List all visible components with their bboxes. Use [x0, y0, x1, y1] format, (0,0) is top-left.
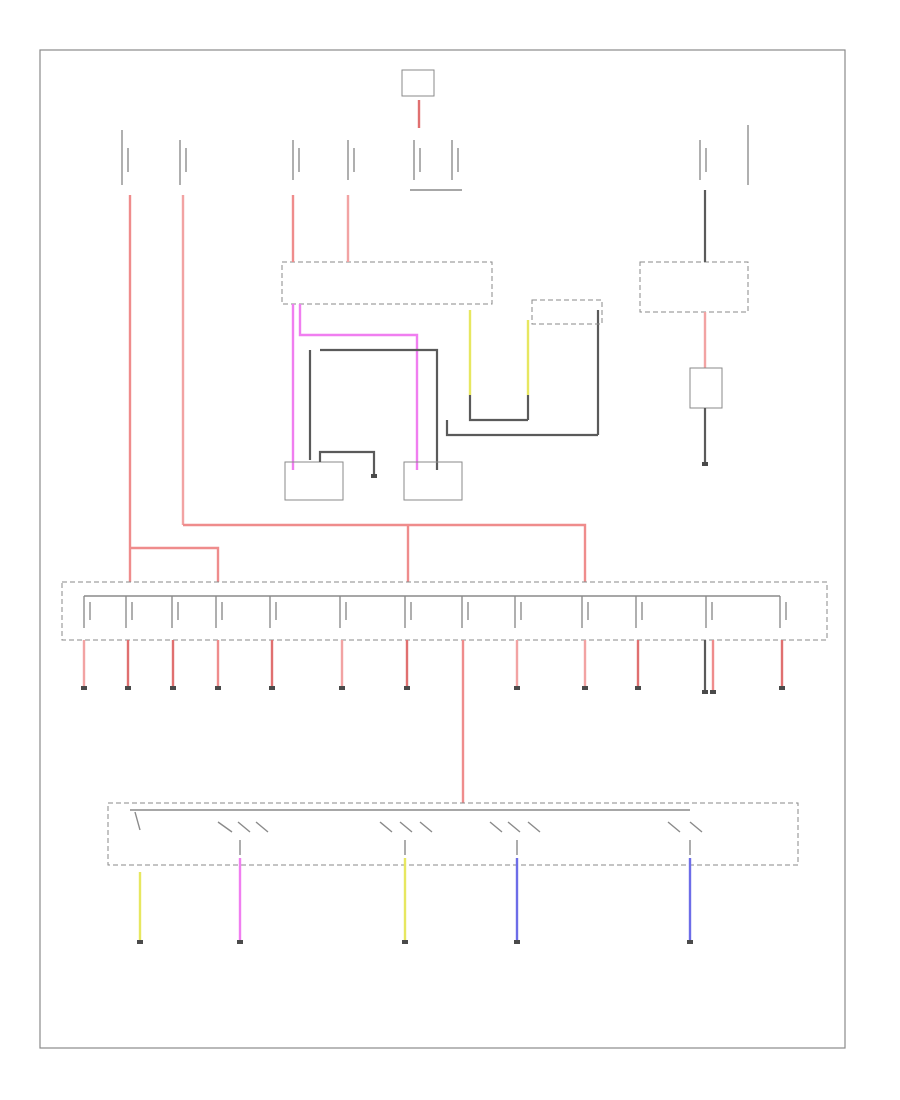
ground-link: [318, 450, 376, 474]
lower-output-wires: [82, 640, 784, 803]
battery-feed-stub: [121, 125, 749, 185]
top-feed-connector: [401, 69, 435, 97]
lower-fuses: [83, 596, 787, 628]
ign-output-nodes: [137, 940, 693, 944]
feed-branch-left: [130, 546, 220, 582]
right-ground-node: [702, 462, 708, 466]
blk-wire-right: [445, 420, 598, 437]
component-box-right: [403, 461, 463, 501]
switch-contacts: [134, 811, 703, 855]
blk-wire-down: [468, 395, 528, 422]
lower-output-nodes: [81, 686, 785, 694]
upper-junction-box: [281, 261, 493, 305]
right-component: [689, 367, 723, 409]
blk-wire-center: [320, 348, 439, 470]
ground-node: [371, 474, 377, 478]
mag-wire-center: [298, 304, 419, 470]
lower-fuse-bus-box: [61, 581, 828, 641]
feed-bus-top: [183, 523, 587, 582]
ignition-switch-box: [107, 802, 799, 866]
diagram-frame: [39, 49, 846, 1049]
component-box-left: [284, 461, 344, 501]
right-module-box: [639, 261, 749, 313]
relay-connector-box: [531, 299, 603, 325]
